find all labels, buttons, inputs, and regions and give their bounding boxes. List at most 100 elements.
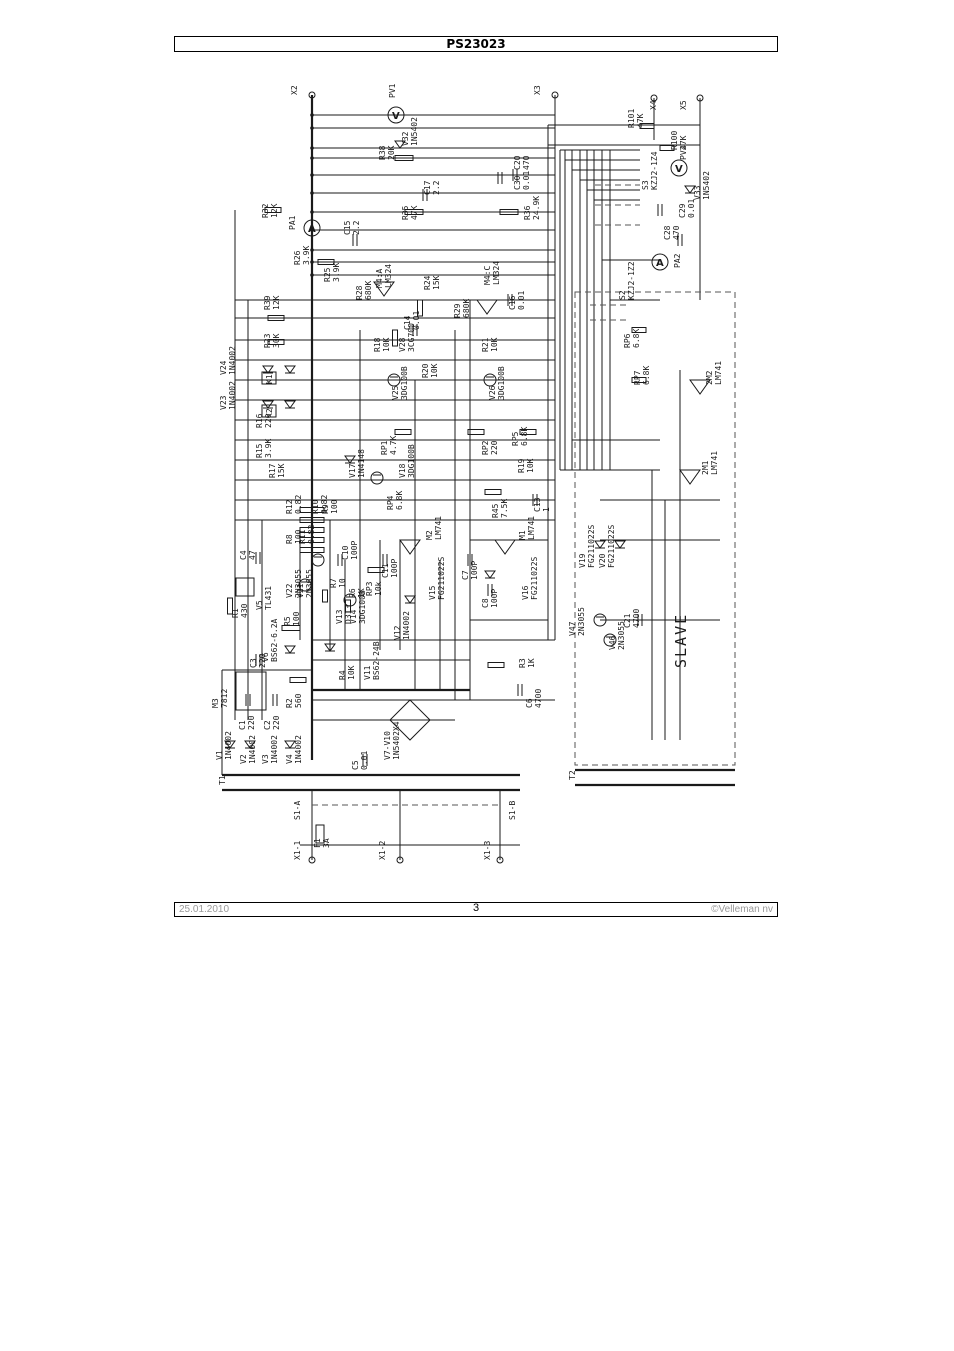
component-ref: R26 <box>293 250 302 265</box>
component-value: 0.82 <box>307 525 316 544</box>
component-ref: S1-A <box>293 801 302 820</box>
resistor-symbol <box>417 299 423 317</box>
diode-symbol <box>244 740 256 749</box>
component-ref: R21 <box>481 337 490 352</box>
component-value: 3DG100B <box>358 590 367 624</box>
terminal-label: X1-2 <box>378 841 387 860</box>
component-value: 3.9K <box>332 263 341 282</box>
component-value: 0.01 <box>412 311 421 330</box>
component-value: 7.5K <box>500 499 509 518</box>
component-ref: M3 <box>211 698 220 708</box>
component-value: 4700 <box>632 609 641 628</box>
component-ref: T1 <box>218 775 227 785</box>
resistor-symbol <box>487 662 505 668</box>
component-value: 220 <box>247 715 256 730</box>
component-value: 10K <box>347 665 356 680</box>
schematic-wires <box>221 95 736 860</box>
component-ref: R5 <box>283 616 292 626</box>
terminal-symbol <box>396 856 404 864</box>
component-value: 10K <box>430 363 439 378</box>
component-value: 1N5402 <box>410 117 419 146</box>
diode-symbol <box>394 140 406 149</box>
component-ref: T2 <box>568 770 577 780</box>
component-ref: K1 <box>265 374 274 384</box>
component-value: 15K <box>277 463 286 478</box>
component-value: 2N3055 <box>577 607 586 636</box>
terminal-label: X1-1 <box>293 841 302 860</box>
component-value: 2.2 <box>432 180 441 195</box>
opamp-symbol <box>689 379 711 395</box>
page-title: PS23023 <box>446 37 506 51</box>
component-ref: C20 <box>513 155 522 170</box>
resistor-symbol <box>299 537 325 543</box>
component-ref: C13 <box>533 497 542 512</box>
resistor-symbol <box>659 145 675 151</box>
terminal-symbol <box>650 94 658 102</box>
ammeter-letter: A <box>656 258 664 269</box>
transistor-symbol <box>483 373 497 387</box>
component-ref: C6 <box>525 698 534 708</box>
component-ref: V1 <box>215 750 224 760</box>
terminal-label: X4 <box>649 100 658 110</box>
diode-symbol <box>614 540 626 549</box>
component-ref: R28 <box>355 285 364 300</box>
component-ref: C8 <box>481 598 490 608</box>
voltmeter-symbol <box>387 106 405 124</box>
terminal-symbol <box>551 91 559 99</box>
component-value: 3A <box>322 838 331 848</box>
component-value: 1N4002 <box>224 731 233 760</box>
diode-symbol <box>594 540 606 549</box>
component-ref: V4 <box>285 754 294 764</box>
transistor-symbol <box>593 613 607 627</box>
document-header: PS23023 <box>174 36 778 52</box>
component-ref: R101 <box>627 109 636 128</box>
component-ref: C15 <box>343 220 352 235</box>
resistor-symbol <box>519 429 537 435</box>
resistor-symbol <box>227 597 233 615</box>
component-value: 1K <box>527 658 536 668</box>
transistor-symbol <box>311 553 325 567</box>
component-value: 6.8K <box>632 329 641 348</box>
component-ref: V20 <box>598 553 607 568</box>
diode-symbol <box>284 400 296 409</box>
component-ref: RP6 <box>623 333 632 348</box>
component-value: 24.9K <box>532 196 541 220</box>
component-ref: R3 <box>518 658 527 668</box>
component-value: FG211022S <box>530 556 539 600</box>
component-value: 680K <box>364 281 373 300</box>
component-value: 2.2 <box>352 220 361 235</box>
component-value: 0.01 <box>687 199 696 218</box>
component-ref: C28 <box>663 225 672 240</box>
component-ref: M4:A <box>375 269 384 288</box>
component-value: 47K <box>679 135 688 150</box>
component-value: 47 <box>248 550 257 560</box>
component-value: 430 <box>240 603 249 618</box>
diode-symbol <box>284 645 296 654</box>
component-value: 470 <box>672 225 681 240</box>
terminal-symbol <box>308 91 316 99</box>
component-ref: R12 <box>285 499 294 514</box>
component-ref: C11 <box>381 563 390 578</box>
component-ref: PV2 <box>679 145 688 160</box>
resistor-symbol <box>392 329 398 347</box>
resistor-symbol <box>394 155 414 161</box>
component-ref: C7 <box>461 570 470 580</box>
diode-symbol <box>224 740 236 749</box>
component-ref: V5 <box>255 600 264 610</box>
component-value: 680K <box>462 299 471 318</box>
component-ref: M1 <box>518 530 527 540</box>
component-value: TL431 <box>264 586 273 610</box>
component-value: KZJ2-1Z4 <box>650 151 659 190</box>
component-value: 560 <box>294 693 303 708</box>
component-ref: R32 <box>261 203 270 218</box>
component-ref: R16 <box>255 413 264 428</box>
component-value: 6.8K <box>395 491 404 510</box>
terminal-symbol <box>696 94 704 102</box>
resistor-symbol <box>322 589 328 603</box>
component-value: 220 <box>490 440 499 455</box>
voltmeter-symbol <box>670 159 688 177</box>
component-value: FG211022S <box>587 524 596 568</box>
component-ref: V17 <box>348 463 357 478</box>
opamp-symbol <box>399 539 421 555</box>
component-value: 20K <box>387 145 396 160</box>
